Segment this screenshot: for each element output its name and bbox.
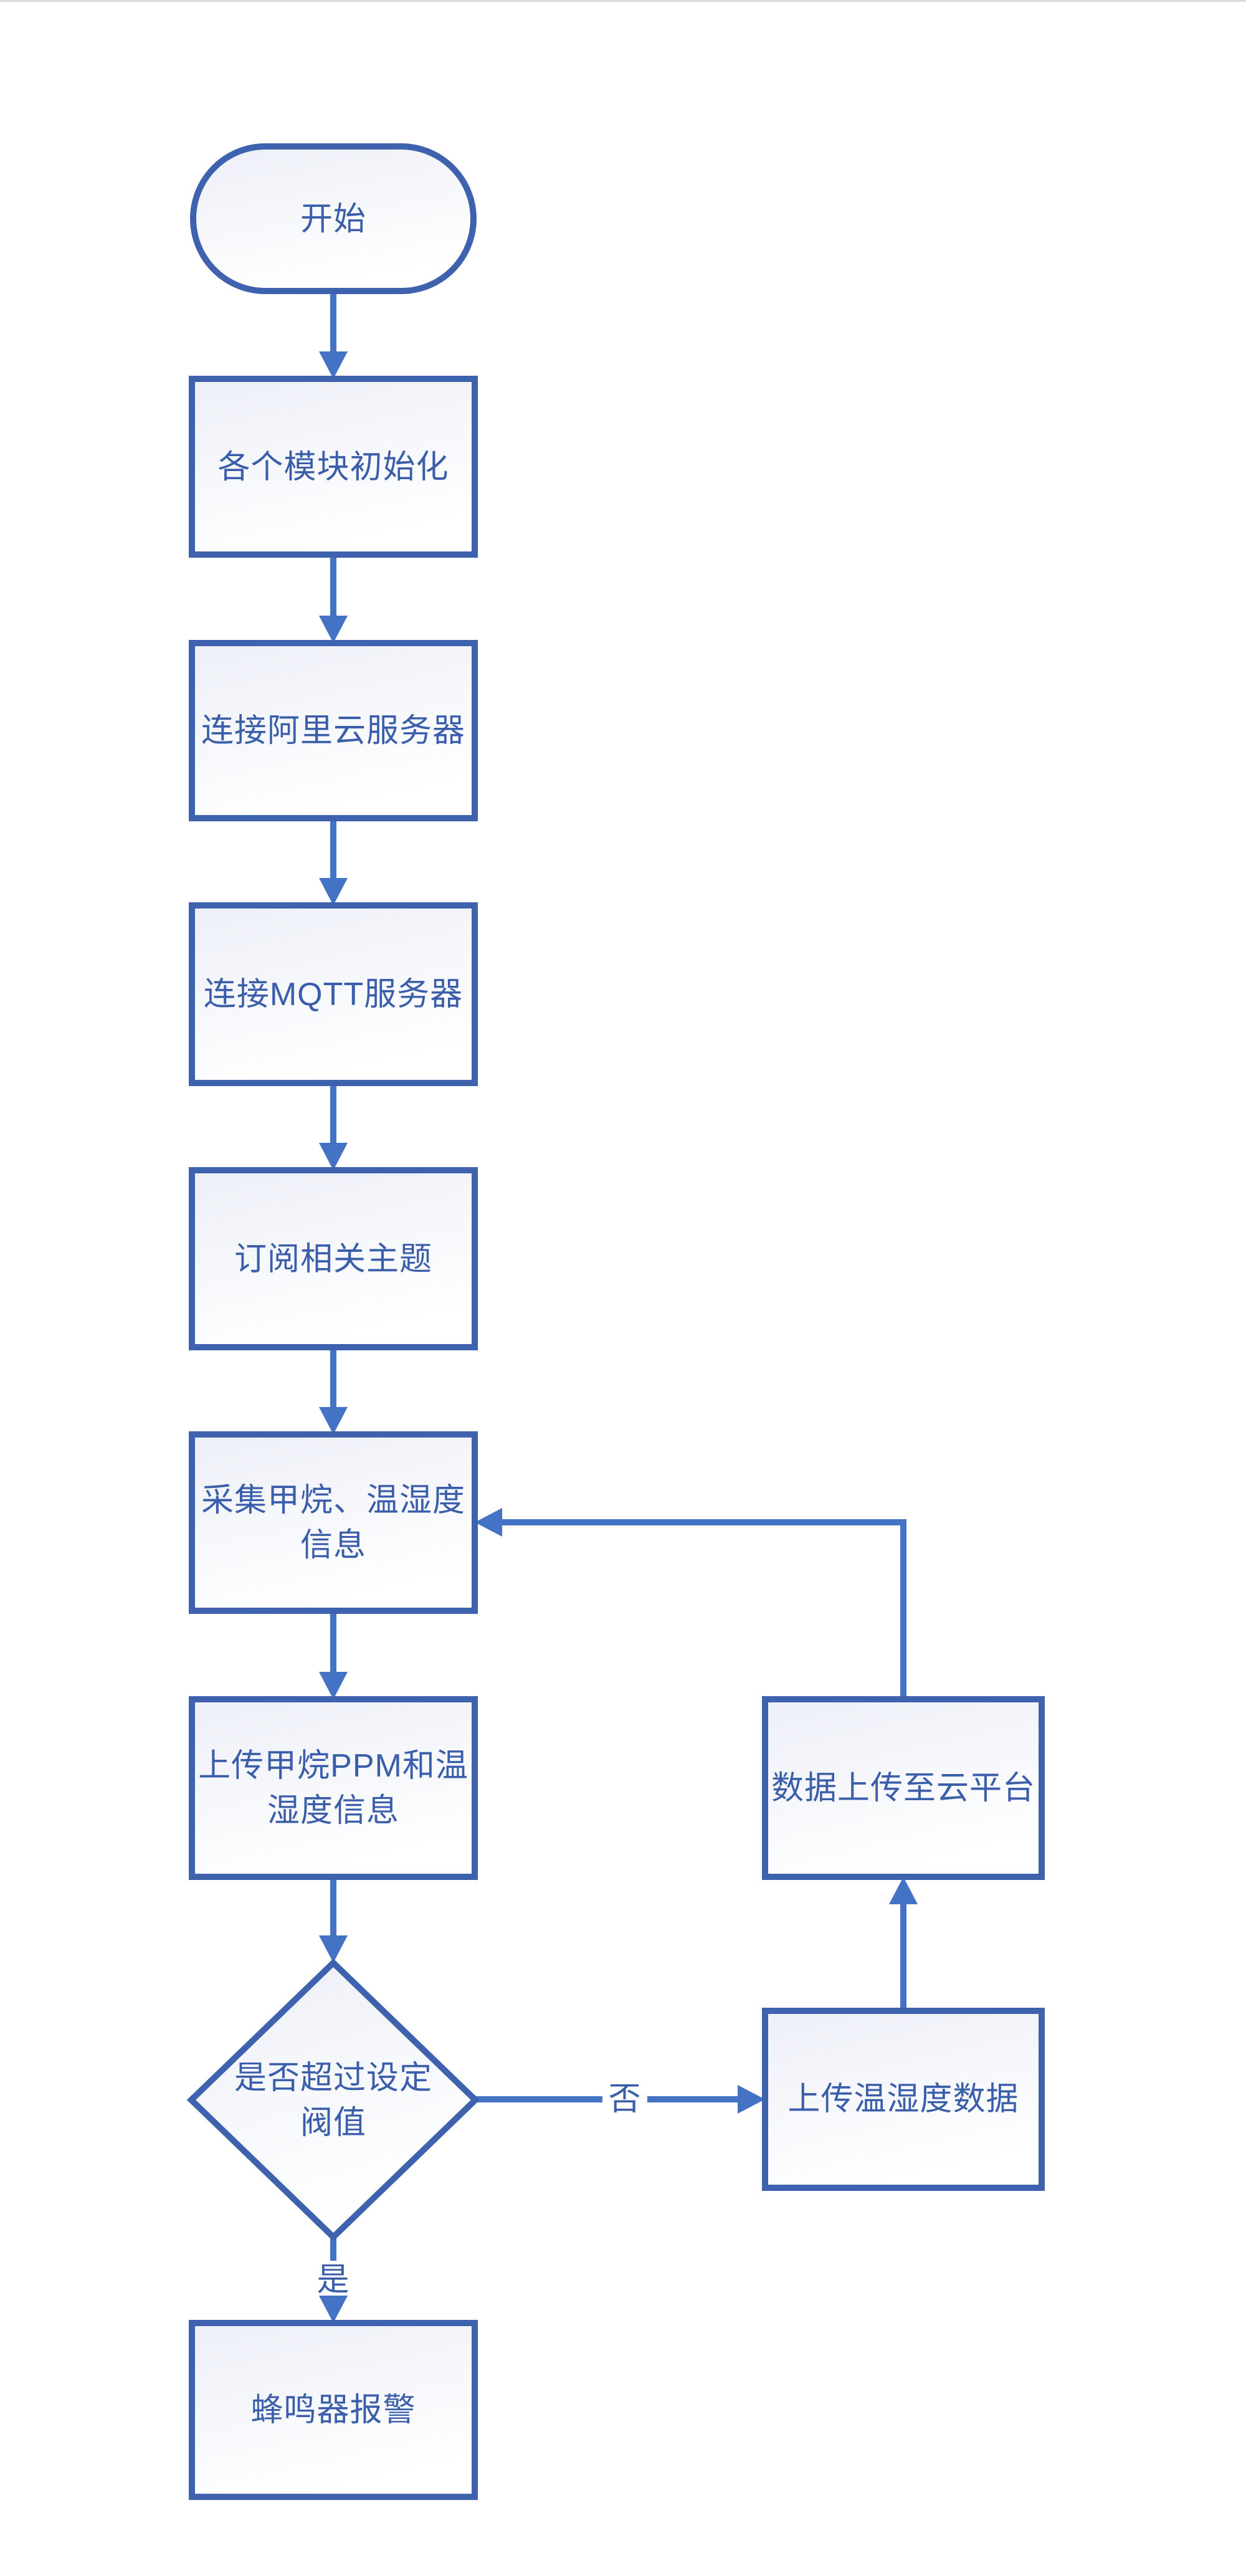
node-init-modules-label: 各个模块初始化 [217, 449, 449, 485]
arrowhead-left-icon [475, 1508, 502, 1537]
process-shape [189, 376, 478, 558]
connectors: 是 否 [311, 291, 918, 2323]
process-shape [189, 902, 478, 1086]
edge-label-yes: 是 [316, 2262, 350, 2298]
arrowhead-down-icon [319, 351, 348, 379]
arrowhead-down-icon [319, 878, 348, 905]
process-shape [189, 1431, 478, 1614]
arrowhead-down-icon [319, 1143, 348, 1170]
decision-diamond-shape [186, 1958, 480, 2241]
node-upload-ppm-line2: 湿度信息 [267, 1793, 399, 1829]
yes-label-background [311, 2261, 356, 2299]
node-connect-mqtt-label: 连接MQTT服务器 [204, 976, 463, 1013]
process-shape [189, 1167, 478, 1350]
arrowhead-down-icon [319, 616, 348, 643]
process-shape [762, 1696, 1045, 1880]
node-connect-mqtt: 连接MQTT服务器 [189, 902, 478, 1086]
arrowhead-right-icon [738, 2085, 765, 2114]
node-threshold-decision: 是否超过设定 阀值 [186, 1958, 480, 2241]
node-connect-aliyun: 连接阿里云服务器 [189, 640, 478, 821]
node-upload-ppm-line1: 上传甲烷PPM和温 [198, 1748, 468, 1784]
no-label-background [602, 2080, 647, 2119]
node-upload-temp-humidity: 上传温湿度数据 [762, 2008, 1045, 2191]
terminator-shape [190, 143, 477, 294]
node-collect-info: 采集甲烷、温湿度 信息 [189, 1431, 478, 1614]
node-connect-aliyun-label: 连接阿里云服务器 [201, 713, 465, 749]
node-subscribe-topics: 订阅相关主题 [189, 1167, 478, 1350]
arrowhead-down-icon [319, 1935, 348, 1963]
node-upload-ppm: 上传甲烷PPM和温 湿度信息 [189, 1696, 478, 1880]
node-threshold-decision-line2: 阀值 [300, 2105, 366, 2141]
node-threshold-decision-line1: 是否超过设定 [234, 2060, 432, 2096]
process-shape [189, 640, 478, 821]
node-collect-info-line1: 采集甲烷、温湿度 [201, 1482, 465, 1519]
arrowhead-down-icon [319, 1672, 348, 1699]
node-buzzer-alarm: 蜂鸣器报警 [189, 2320, 478, 2500]
node-upload-cloud: 数据上传至云平台 [762, 1696, 1045, 1880]
node-upload-cloud-label: 数据上传至云平台 [771, 1770, 1035, 1806]
node-collect-info-line2: 信息 [300, 1527, 366, 1563]
arrowhead-down-icon [319, 1407, 348, 1434]
node-upload-temp-humidity-label: 上传温湿度数据 [787, 2081, 1019, 2117]
node-start-label: 开始 [300, 201, 366, 237]
page-top-rule [0, 0, 1246, 2]
node-start: 开始 [190, 143, 477, 294]
process-shape [189, 2320, 478, 2500]
connector-cloud-to-collect [498, 1519, 906, 1699]
arrowhead-up-icon [889, 1877, 918, 1904]
process-shape [189, 1696, 478, 1880]
node-buzzer-alarm-label: 蜂鸣器报警 [250, 2392, 416, 2428]
arrowhead-down-icon [319, 2296, 348, 2323]
node-init-modules: 各个模块初始化 [189, 376, 478, 558]
edge-label-no: 否 [608, 2081, 641, 2117]
process-shape [762, 2008, 1045, 2191]
node-subscribe-topics-label: 订阅相关主题 [234, 1241, 432, 1277]
